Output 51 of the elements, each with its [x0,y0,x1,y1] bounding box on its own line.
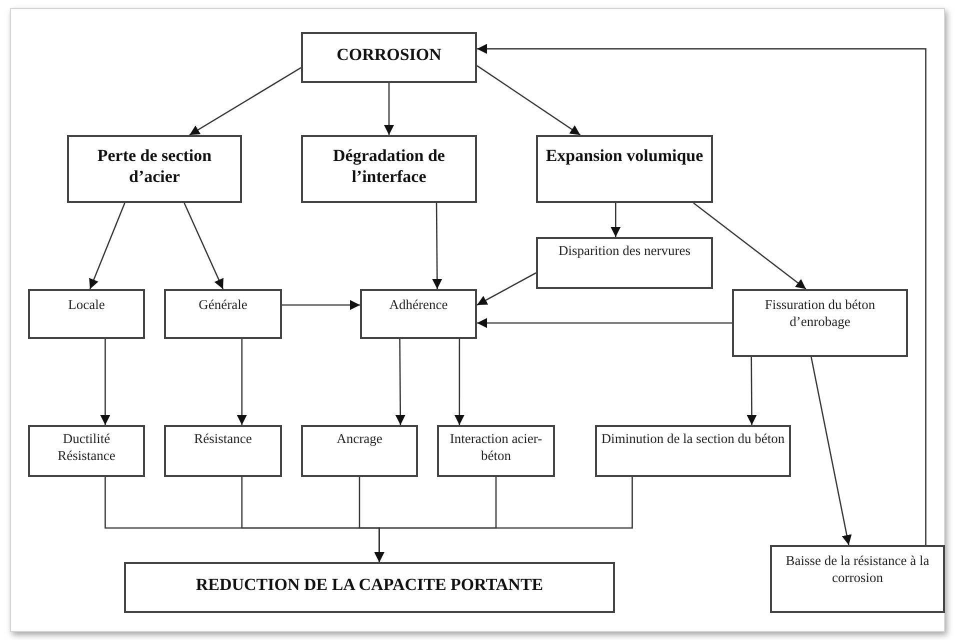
process-box [437,425,555,477]
process-box [164,289,282,339]
arrow [477,318,732,328]
arrow [432,203,442,289]
arrow [89,202,126,290]
arrow [746,357,757,425]
process-box [360,289,477,339]
arrow [189,67,302,136]
process-box [770,545,945,613]
process-box [28,425,145,477]
box-label: CORROSION [336,44,442,66]
arrow [282,300,360,310]
arrow [384,83,394,135]
box-label: Générale [198,297,248,314]
process-box [301,32,477,83]
process-box [536,135,713,203]
process-box [164,425,282,477]
arrow [100,339,110,425]
box-label: Résistance [194,431,252,448]
process-box [28,289,145,339]
arrow [477,44,926,545]
box-label: Locale [68,297,105,314]
box-label: Interaction acier-béton [448,431,544,465]
process-box [301,135,477,203]
process-box [67,135,242,203]
box-label: Fissuration du béton d’enrobage [764,297,876,331]
arrow [476,272,536,306]
process-box [732,289,908,357]
arrow [454,339,464,425]
box-label: Expansion volumique [546,145,704,166]
box-label: Ancrage [336,431,382,448]
box-label: Adhérence [389,297,448,314]
box-label: Baisse de la résistance à la corrosion [784,553,930,587]
box-label: Diminution de la section du béton [601,431,785,448]
box-label: Ductilité Résistance [56,431,116,465]
arrow [810,356,852,546]
arrow [374,477,633,562]
process-box [536,237,713,289]
arrow [610,203,621,237]
process-box [595,425,791,477]
box-label: Disparition des nervures [558,243,690,260]
arrow [476,65,581,136]
box-label: REDUCTION DE LA CAPACITE PORTANTE [196,574,544,596]
box-label: Dégradation de l’interface [332,145,446,188]
arrow [236,339,247,425]
box-label: Perte de section d’acier [96,145,213,188]
arrow [184,202,224,290]
process-box [301,425,418,477]
arrow [693,202,806,290]
process-box [124,562,615,613]
arrow [395,339,406,425]
